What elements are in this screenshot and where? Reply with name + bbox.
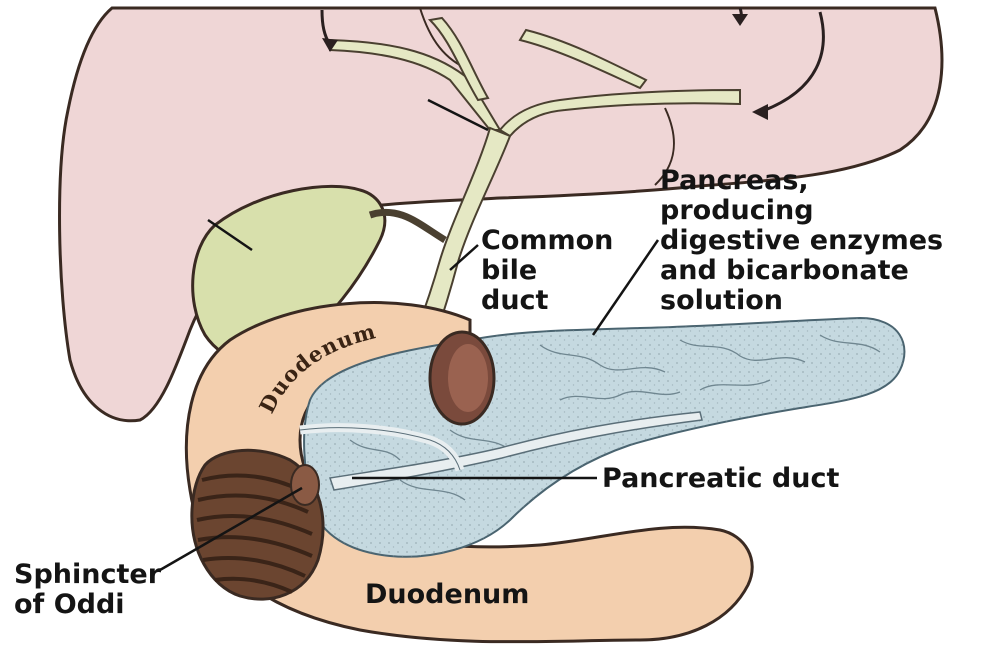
- pancreas-label: Pancreas, producing digestive enzymes an…: [660, 166, 943, 316]
- pancreas-texture: [304, 318, 904, 557]
- ampulla-opening: [291, 465, 319, 505]
- common-bile-duct-label: Common bile duct: [481, 226, 613, 316]
- sphincter-of-oddi-label: Sphincter of Oddi: [14, 560, 161, 620]
- duodenum-opening-inner: [448, 344, 488, 412]
- pancreatic-duct-label: Pancreatic duct: [602, 464, 839, 494]
- duodenum-bottom-label: Duodenum: [365, 580, 529, 610]
